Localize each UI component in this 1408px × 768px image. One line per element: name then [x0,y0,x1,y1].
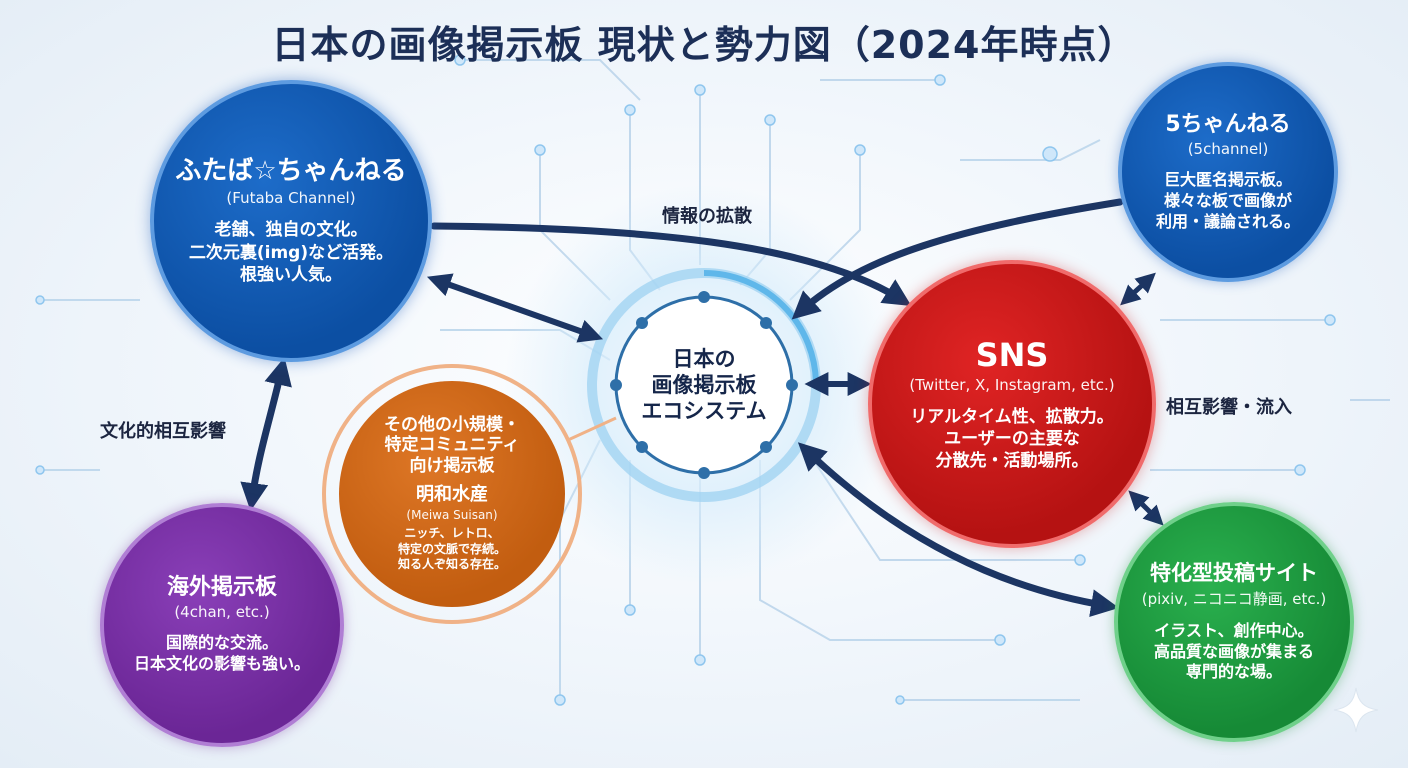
label-mutual-inflow: 相互影響・流入 [1166,397,1292,418]
sns-desc-line: リアルタイム性、拡散力。 [910,407,1114,428]
center-ring-arc [703,270,819,386]
arrow-center-tokka [797,442,1120,618]
center-line-3: エコシステム [641,399,767,424]
sonota-subtitle: (Meiwa Suisan) [406,508,498,523]
tokka-desc-line: イラスト、創作中心。 [1154,620,1314,640]
sonota-desc-line: 特定の文脈で存続。 [397,541,506,556]
fivech-desc-line: 巨大匿名掲示板。 [1163,170,1292,189]
fivech-desc-line: 様々な板で画像が [1163,190,1292,210]
tokka-title: 特化型投稿サイト [1150,560,1318,585]
tokka-desc: イラスト、創作中心。 高品質な画像が集まる 専門的な場。 [1154,621,1314,683]
sonota-connector-line [567,416,617,442]
sns-subtitle: (Twitter, X, Instagram, etc.) [909,376,1115,395]
sonota-title: その他の小規模・ 特定コミュニティ 向け掲示板 [384,415,520,476]
node-overseas-boards: 海外掲示板 (4chan, etc.) 国際的な交流。 日本文化の影響も強い。 [100,503,344,747]
sonota-name: 明和水産 [416,484,488,506]
arrow-futaba-center [426,273,604,343]
futaba-subtitle: (Futaba Channel) [226,189,356,208]
sonota-desc-line: 知る人ぞ知る存在。 [397,557,506,572]
sns-desc-line: ユーザーの主要な [944,429,1080,450]
sonota-title-line: その他の小規模・ [384,415,520,436]
fivech-subtitle: (5channel) [1187,140,1269,158]
fivech-desc-line: 利用・議論される。 [1155,211,1300,231]
label-cultural-influence: 文化的相互影響 [100,421,226,442]
sparkle-icon [1333,687,1379,733]
node-other-small-boards: その他の小規模・ 特定コミュニティ 向け掲示板 明和水産 (Meiwa Suis… [339,381,565,607]
node-futaba: ふたば☆ちゃんねる (Futaba Channel) 老舗、独自の文化。 二次元… [150,80,432,362]
sonota-desc-line: ニッチ、レトロ、 [404,526,500,541]
tokka-subtitle: (pixiv, ニコニコ静画, etc.) [1141,589,1327,608]
center-line-2: 画像掲示板 [651,372,757,397]
sonota-title-line: 特定コミュニティ [384,435,520,456]
futaba-desc-line: 二次元裏(img)など活発。 [188,242,394,263]
kaigai-desc-line: 国際的な交流。 [165,633,278,653]
page-title: 日本の画像掲示板 現状と勢力図（2024年時点） [271,23,1137,67]
futaba-desc-line: 根強い人気。 [240,264,342,285]
arrow-fivech-sns [1120,272,1156,306]
kaigai-subtitle: (4chan, etc.) [174,603,270,622]
sonota-desc: ニッチ、レトロ、 特定の文脈で存続。 知る人ぞ知る存在。 [398,526,506,573]
arrow-futaba-kaigai [240,357,292,512]
fivech-title: 5ちゃんねる [1165,111,1291,137]
futaba-title: ふたば☆ちゃんねる [175,156,407,187]
arrow-futaba-to-sns [430,222,912,306]
sns-desc-line: 分散先・活動場所。 [935,451,1089,472]
kaigai-desc: 国際的な交流。 日本文化の影響も強い。 [134,633,310,675]
arrows [240,198,1164,618]
futaba-desc: 老舗、独自の文化。 二次元裏(img)など活発。 根強い人気。 [189,219,393,285]
sonota-title-line: 向け掲示板 [409,455,495,476]
tokka-desc-line: 高品質な画像が集まる [1153,641,1314,661]
arrow-fivech-to-center [791,198,1124,320]
tokka-desc-line: 専門的な場。 [1185,662,1282,682]
label-diffusion: 情報の拡散 [662,206,752,227]
kaigai-title: 海外掲示板 [166,575,277,600]
sonota-outer-ring [322,364,582,624]
futaba-desc-line: 老舗、独自の文化。 [214,220,368,241]
kaigai-desc-line: 日本文化の影響も強い。 [133,654,310,674]
center-hub: 日本の 画像掲示板 エコシステム [627,325,781,445]
node-sns: SNS (Twitter, X, Instagram, etc.) リアルタイム… [868,260,1156,548]
sns-title: SNS [975,335,1049,374]
center-ring-dots [610,291,798,479]
fivech-desc: 巨大匿名掲示板。 様々な板で画像が 利用・議論される。 [1156,170,1300,232]
node-5channel: 5ちゃんねる (5channel) 巨大匿名掲示板。 様々な板で画像が 利用・議… [1118,62,1338,282]
center-line-1: 日本の [672,346,736,371]
arrow-sns-tokka [1128,490,1164,526]
node-specialized-sites: 特化型投稿サイト (pixiv, ニコニコ静画, etc.) イラスト、創作中心… [1114,502,1354,742]
circuit-nodes [35,54,1336,706]
sns-desc: リアルタイム性、拡散力。 ユーザーの主要な 分散先・活動場所。 [910,406,1114,472]
